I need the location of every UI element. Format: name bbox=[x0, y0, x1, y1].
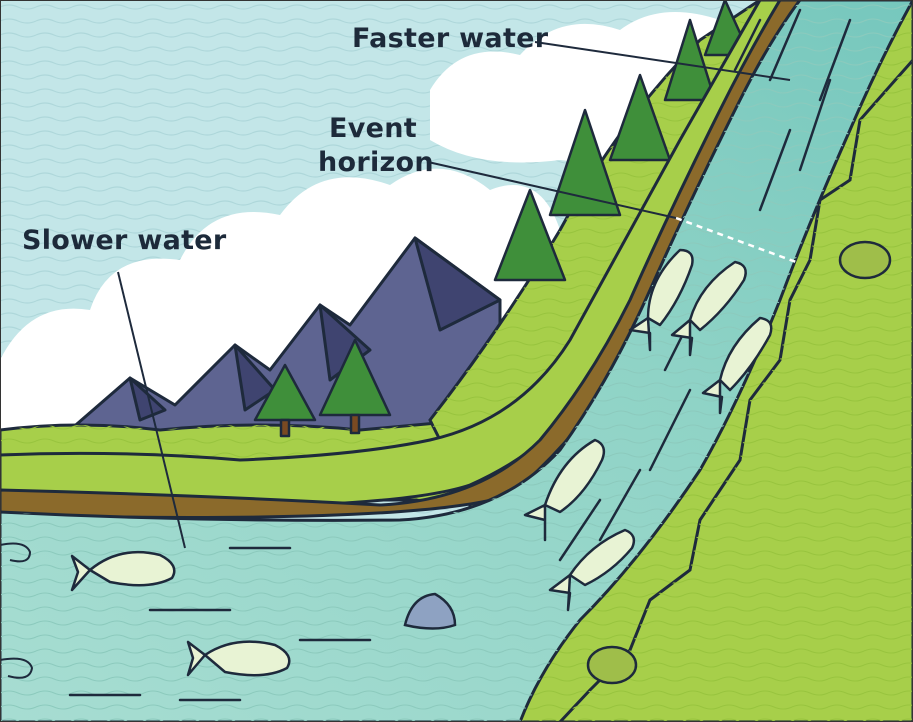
fish-mid-1 bbox=[523, 438, 606, 542]
fish-slow-2 bbox=[186, 640, 291, 677]
hillside-far-right bbox=[557, 57, 913, 722]
swirls bbox=[0, 542, 34, 679]
mountains bbox=[68, 236, 502, 442]
fish-fast-1 bbox=[628, 248, 694, 352]
fish-group bbox=[70, 248, 773, 677]
trees-small bbox=[253, 338, 392, 438]
faster-water-label: Faster water bbox=[352, 23, 549, 54]
event-horizon-pointer bbox=[427, 161, 677, 219]
fish-fast-2 bbox=[670, 260, 747, 357]
event-horizon-label: Event horizon bbox=[318, 113, 434, 178]
trees-forest bbox=[493, 0, 752, 282]
pointer-lines bbox=[117, 41, 791, 549]
rock bbox=[403, 592, 457, 630]
fish-fast-3 bbox=[701, 316, 773, 415]
fish-slow-1 bbox=[70, 550, 176, 592]
slower-water-pointer bbox=[117, 271, 186, 549]
fish-mid-2 bbox=[548, 528, 636, 612]
slower-water-label: Slower water bbox=[22, 225, 227, 256]
faster-water-pointer bbox=[534, 41, 791, 81]
